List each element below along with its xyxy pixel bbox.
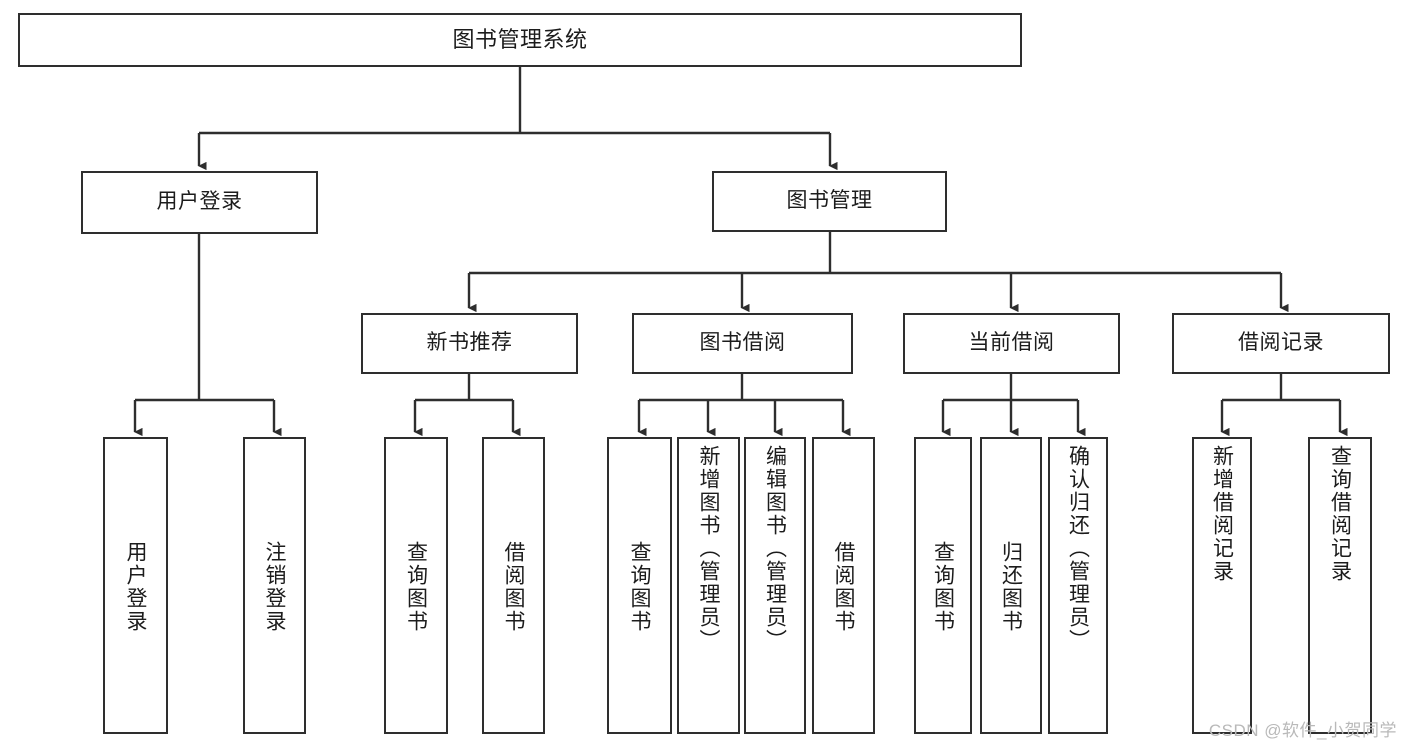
leaf-current-borrow-return-book[interactable]: 归还图书 — [980, 437, 1042, 734]
node-label: 编辑图书（管理员） — [763, 445, 787, 652]
leaf-new-book-query-book[interactable]: 查询图书 — [384, 437, 448, 734]
node-label: 用户登录 — [156, 190, 243, 214]
node-root-book-management-system[interactable]: 图书管理系统 — [18, 13, 1022, 67]
leaf-user-login-login[interactable]: 用户登录 — [103, 437, 168, 734]
node-borrow-record[interactable]: 借阅记录 — [1172, 313, 1390, 374]
leaf-book-borrow-add-book-admin[interactable]: 新增图书（管理员） — [677, 437, 740, 734]
node-label: 当前借阅 — [968, 331, 1055, 355]
leaf-user-login-logout[interactable]: 注销登录 — [243, 437, 306, 734]
node-user-login[interactable]: 用户登录 — [81, 171, 318, 234]
node-book-management[interactable]: 图书管理 — [712, 171, 947, 232]
node-new-book-recommend[interactable]: 新书推荐 — [361, 313, 578, 374]
node-book-borrow[interactable]: 图书借阅 — [632, 313, 853, 374]
leaf-current-borrow-confirm-return-admin[interactable]: 确认归还（管理员） — [1048, 437, 1108, 734]
leaf-borrow-record-add-record[interactable]: 新增借阅记录 — [1192, 437, 1252, 734]
leaf-book-borrow-edit-book-admin[interactable]: 编辑图书（管理员） — [744, 437, 806, 734]
node-label: 借阅图书 — [832, 540, 855, 633]
node-label: 查询图书 — [931, 540, 955, 633]
leaf-new-book-borrow-book[interactable]: 借阅图书 — [482, 437, 545, 734]
node-label: 借阅图书 — [502, 540, 525, 633]
leaf-borrow-record-query-record[interactable]: 查询借阅记录 — [1308, 437, 1372, 734]
leaf-book-borrow-borrow-book[interactable]: 借阅图书 — [812, 437, 875, 734]
node-label: 借阅记录 — [1238, 331, 1324, 355]
leaf-book-borrow-query-book[interactable]: 查询图书 — [607, 437, 672, 734]
node-label: 注销登录 — [263, 540, 286, 633]
node-label: 查询借阅记录 — [1328, 445, 1352, 583]
node-label: 图书管理系统 — [452, 27, 588, 53]
node-label: 图书管理 — [786, 189, 873, 213]
node-current-borrow[interactable]: 当前借阅 — [903, 313, 1120, 374]
csdn-watermark: CSDN @软件_小贺同学 — [1208, 721, 1397, 740]
leaf-current-borrow-query-book[interactable]: 查询图书 — [914, 437, 972, 734]
node-label: 图书借阅 — [699, 331, 786, 355]
node-label: 确认归还（管理员） — [1066, 445, 1090, 652]
node-label: 新增借阅记录 — [1210, 445, 1234, 583]
node-label: 归还图书 — [999, 540, 1023, 633]
node-label: 用户登录 — [124, 540, 147, 633]
node-label: 新书推荐 — [426, 331, 513, 355]
node-label: 新增图书（管理员） — [697, 445, 720, 652]
node-label: 查询图书 — [628, 540, 651, 633]
node-label: 查询图书 — [404, 540, 428, 633]
